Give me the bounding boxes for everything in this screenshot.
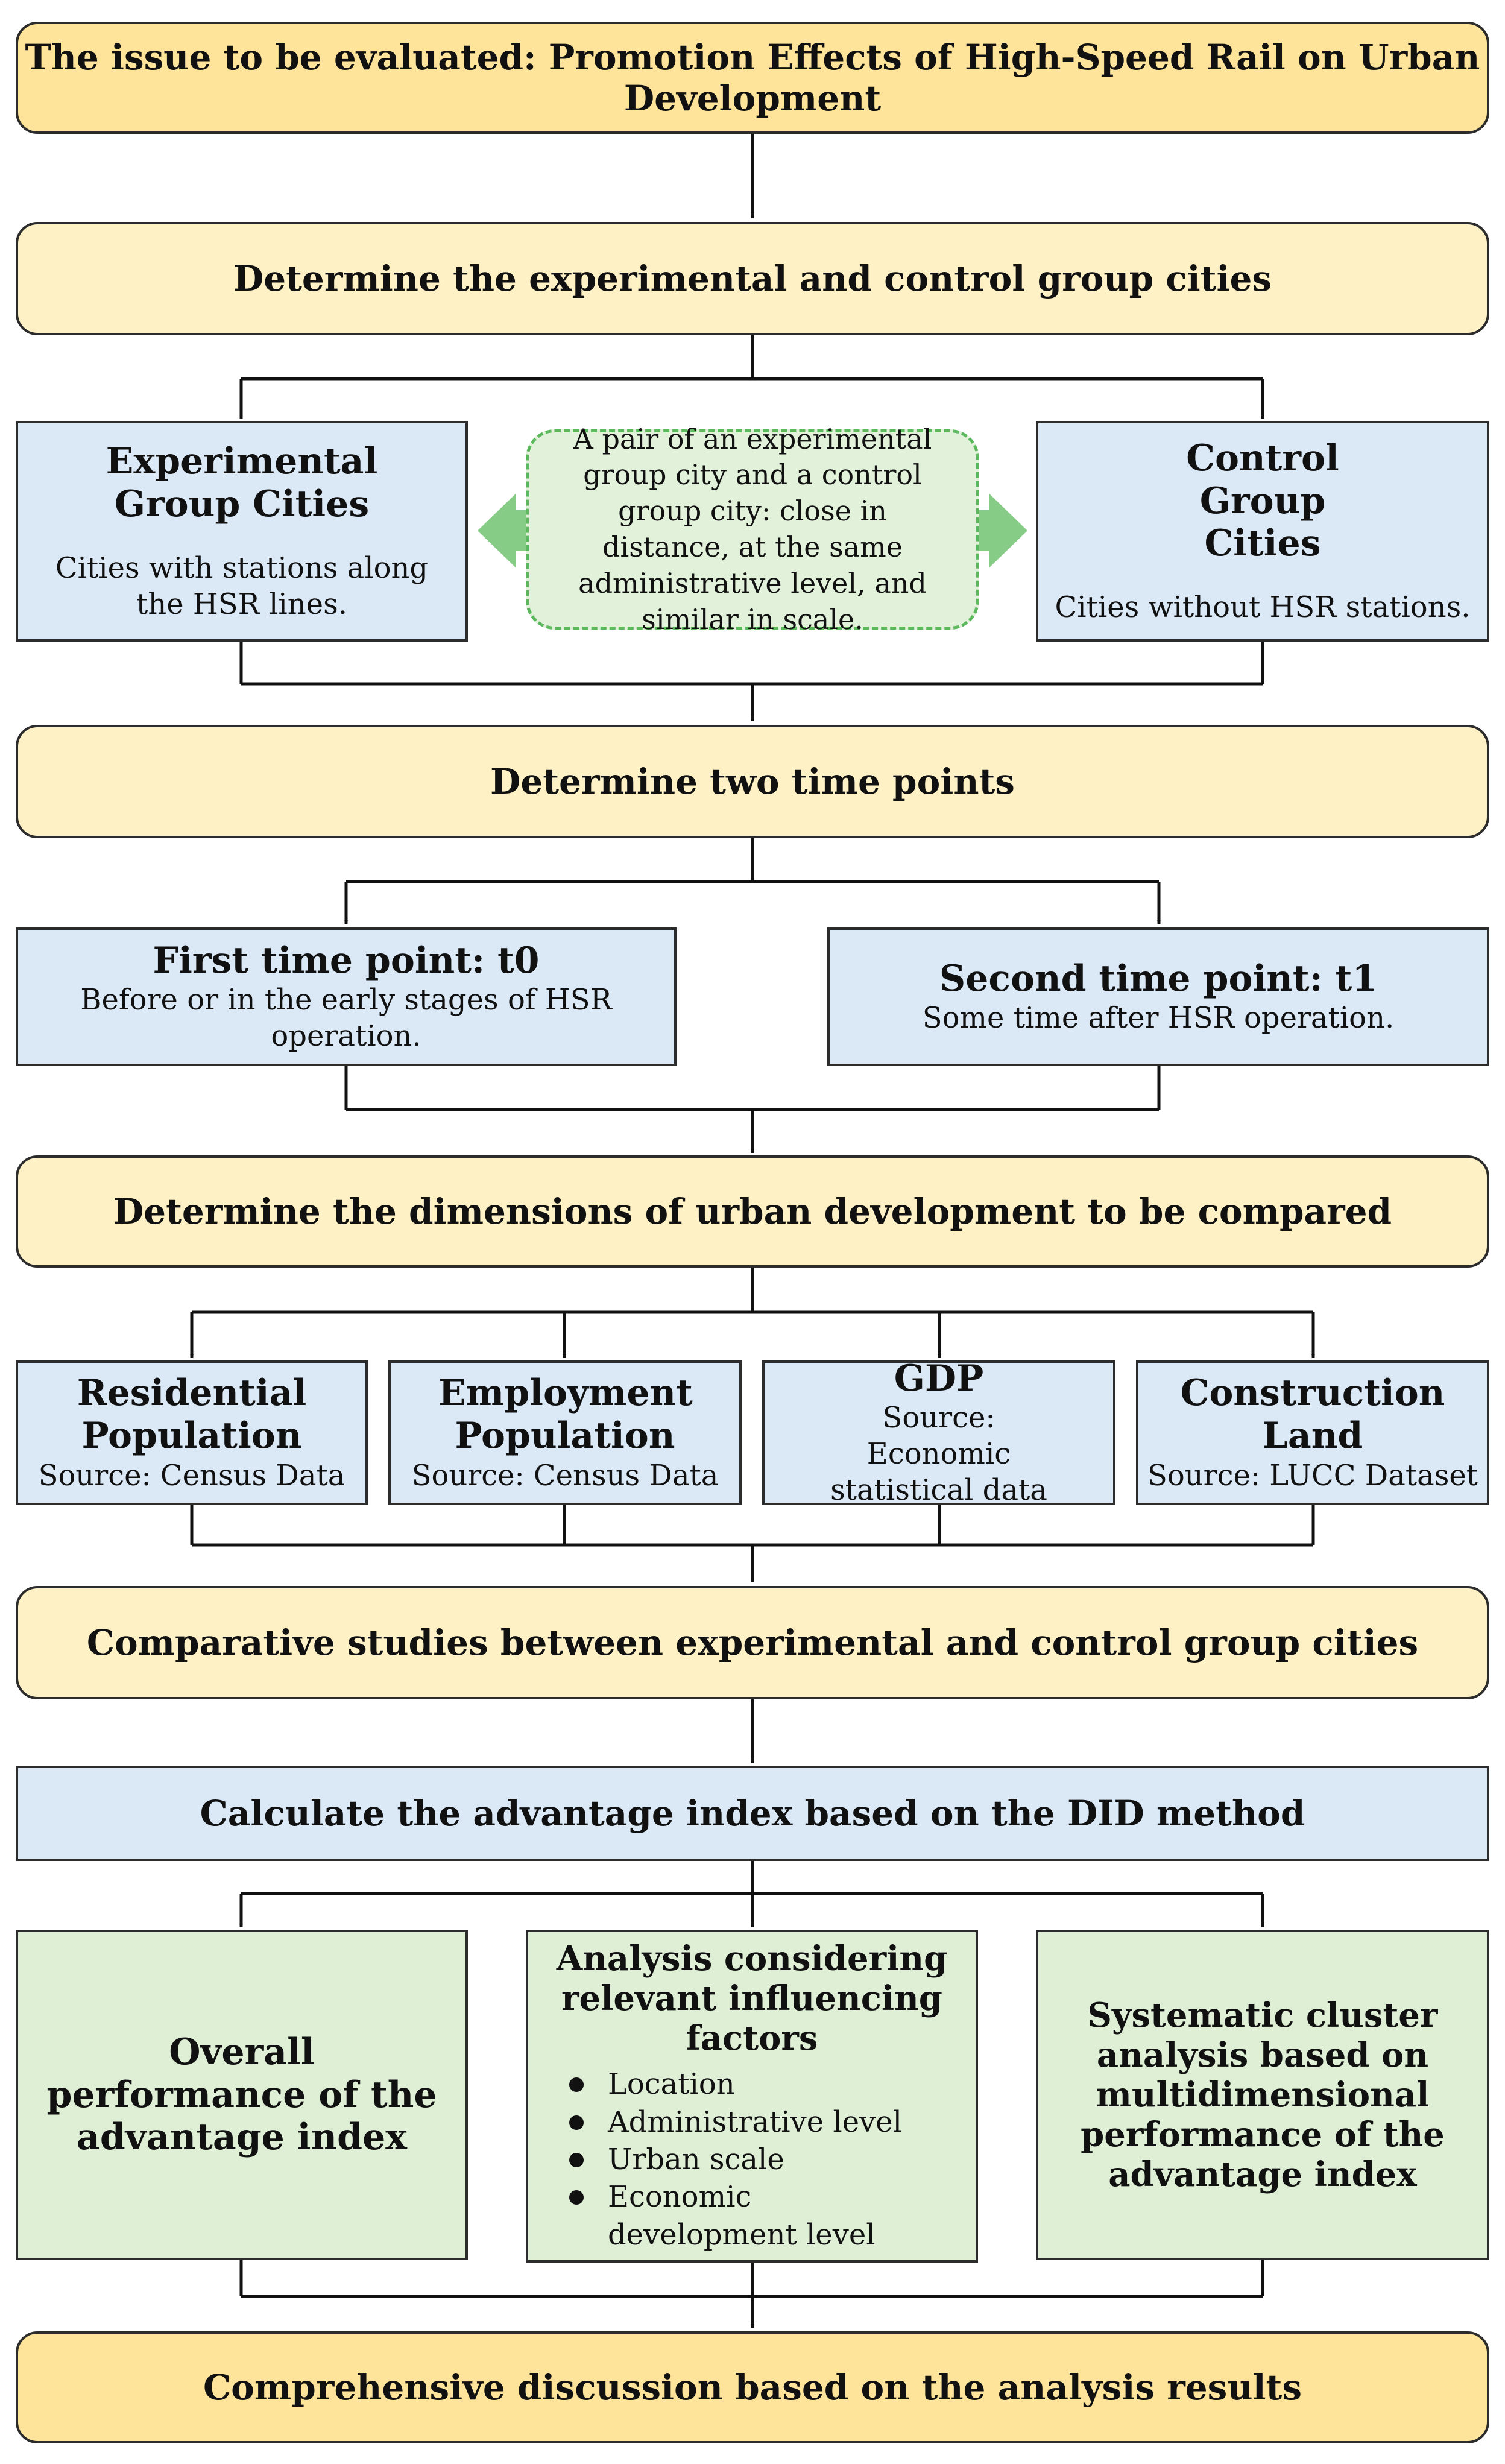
dimension-residential-population: Residential Population Source: Census Da…: [16, 1360, 368, 1505]
determine-dimensions-text: Determine the dimensions of urban develo…: [113, 1191, 1392, 1232]
first-time-point-desc: Before or in the early stages of HSR ope…: [80, 983, 612, 1054]
did-calculation-text: Calculate the advantage index based on t…: [200, 1793, 1305, 1834]
dimension-title: Employment Population: [438, 1372, 693, 1457]
comparative-studies-box: Comparative studies between experimental…: [16, 1586, 1489, 1699]
factor-item: Economic development level: [560, 2178, 944, 2254]
comparative-studies-text: Comparative studies between experimental…: [86, 1622, 1419, 1663]
first-time-point-title: First time point: t0: [153, 939, 540, 982]
dimension-source: Source: Economic statistical data: [830, 1401, 1047, 1508]
determine-groups-text: Determine the experimental and control g…: [233, 258, 1272, 299]
influencing-factors-list: Location Administrative level Urban scal…: [560, 2065, 944, 2254]
dimension-title: GDP: [894, 1357, 984, 1400]
overall-performance-text: Overall performance of the advantage ind…: [46, 2030, 437, 2159]
determine-time-box: Determine two time points: [16, 725, 1489, 838]
overall-performance-box: Overall performance of the advantage ind…: [16, 1930, 468, 2260]
dimension-title: Residential Population: [77, 1372, 307, 1457]
influencing-factors-title: Analysis considering relevant influencin…: [556, 1938, 948, 2059]
control-group-box: Control Group Cities Cities without HSR …: [1036, 421, 1489, 642]
determine-dimensions-box: Determine the dimensions of urban develo…: [16, 1155, 1489, 1268]
first-time-point-box: First time point: t0 Before or in the ea…: [16, 927, 677, 1066]
factor-item: Administrative level: [560, 2103, 944, 2141]
dimension-source: Source: LUCC Dataset: [1147, 1458, 1478, 1493]
factor-item: Urban scale: [560, 2141, 944, 2178]
cluster-analysis-text: Systematic cluster analysis based on mul…: [1081, 1995, 1445, 2195]
factor-item: Location: [560, 2065, 944, 2103]
dimension-construction-land: Construction Land Source: LUCC Dataset: [1136, 1360, 1489, 1505]
pair-criteria-text: A pair of an experimental group city and…: [573, 422, 932, 636]
second-time-point-box: Second time point: t1 Some time after HS…: [827, 927, 1489, 1066]
final-discussion-box: Comprehensive discussion based on the an…: [16, 2331, 1489, 2443]
second-time-point-desc: Some time after HSR operation.: [922, 1001, 1395, 1035]
dimension-source: Source: Census Data: [411, 1458, 719, 1493]
determine-groups-box: Determine the experimental and control g…: [16, 222, 1489, 335]
influencing-factors-box: Analysis considering relevant influencin…: [526, 1930, 978, 2263]
control-group-desc: Cities without HSR stations.: [1055, 590, 1471, 625]
experimental-group-title: Experimental Group Cities: [106, 440, 378, 525]
determine-time-text: Determine two time points: [490, 761, 1015, 802]
dimension-source: Source: Census Data: [38, 1458, 345, 1493]
left-green-arrow: [478, 493, 526, 568]
experimental-group-desc: Cities with stations along the HSR lines…: [55, 551, 429, 621]
right-green-arrow: [979, 493, 1027, 568]
issue-box: The issue to be evaluated: Promotion Eff…: [16, 22, 1489, 134]
final-discussion-text: Comprehensive discussion based on the an…: [203, 2367, 1302, 2408]
left-green-arrow: [478, 480, 516, 494]
pair-criteria-note: A pair of an experimental group city and…: [526, 423, 979, 636]
cluster-analysis-box: Systematic cluster analysis based on mul…: [1036, 1930, 1489, 2260]
did-calculation-box: Calculate the advantage index based on t…: [16, 1766, 1489, 1861]
dimension-gdp: GDP Source: Economic statistical data: [762, 1357, 1115, 1508]
dimension-title: Construction Land: [1180, 1372, 1445, 1457]
control-group-title: Control Group Cities: [1186, 437, 1339, 565]
dimension-employment-population: Employment Population Source: Census Dat…: [388, 1360, 742, 1505]
experimental-group-box: Experimental Group Cities Cities with st…: [16, 421, 468, 642]
issue-text: The issue to be evaluated: Promotion Eff…: [25, 37, 1480, 119]
second-time-point-title: Second time point: t1: [939, 957, 1378, 1000]
